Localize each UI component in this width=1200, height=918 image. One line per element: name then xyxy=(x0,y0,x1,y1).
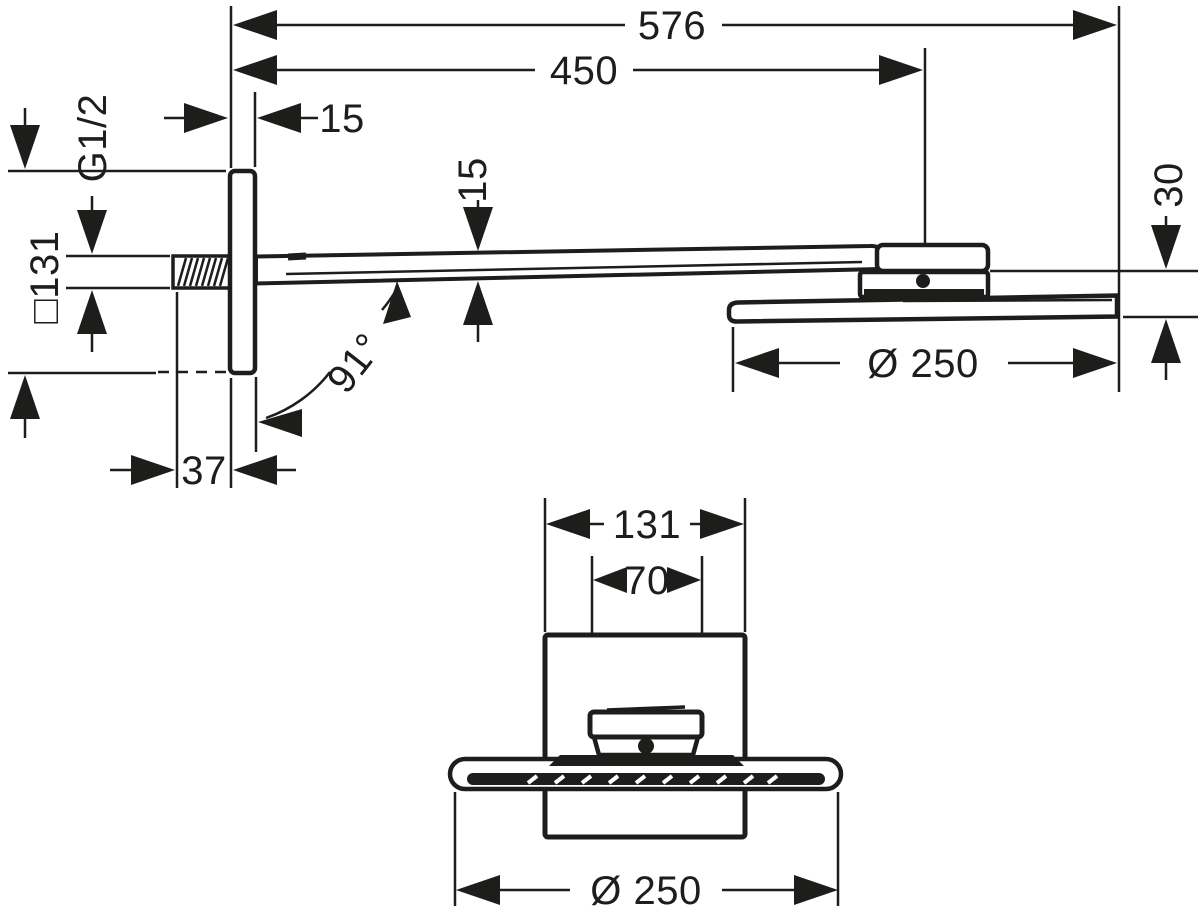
dim-label-250-side: Ø 250 xyxy=(867,342,978,386)
dim-label-450: 450 xyxy=(550,49,618,93)
dim-70-front xyxy=(593,567,701,593)
connector-lip xyxy=(606,705,686,712)
connector-body xyxy=(587,709,705,740)
dim-label-576: 576 xyxy=(638,4,706,48)
dim-g12 xyxy=(77,196,107,352)
dim-15-plate xyxy=(164,103,318,133)
front-view xyxy=(447,498,844,906)
spray-band xyxy=(467,773,825,785)
dimension-labels: 576 450 15 15 G1/2 □131 91° 37 Ø 250 30 … xyxy=(23,4,1191,913)
dim-450 xyxy=(233,55,923,85)
dim-label-91deg: 91° xyxy=(319,325,392,401)
arrowhead xyxy=(233,10,277,40)
shower-arm-step xyxy=(287,252,307,261)
dim-label-15-arm: 15 xyxy=(451,157,495,203)
dim-250-front xyxy=(453,792,840,906)
arm-end-bracket xyxy=(874,242,991,274)
dimension-lines xyxy=(8,6,1198,488)
dim-label-70-front: 70 xyxy=(624,559,670,603)
side-view xyxy=(171,168,1120,376)
connector-base-bar xyxy=(549,755,744,766)
arm-pivot-dot xyxy=(916,274,930,288)
dim-angle-91 xyxy=(258,281,411,437)
dim-label-37: 37 xyxy=(181,449,227,493)
dim-label-square-131: □131 xyxy=(23,231,67,324)
arrowhead xyxy=(1073,10,1117,40)
dim-30 xyxy=(1151,216,1181,380)
dim-250-side xyxy=(735,348,1117,378)
shower-arm-inner-edge xyxy=(285,260,863,276)
dim-label-250-front: Ø 250 xyxy=(590,869,701,913)
supply-pipe-thread xyxy=(171,254,232,290)
dim-15-arm xyxy=(463,200,493,342)
head-mounting-boss-band xyxy=(864,289,984,295)
dim-131-front xyxy=(546,509,744,539)
dim-label-131-front: 131 xyxy=(613,503,681,547)
dim-576 xyxy=(233,10,1117,40)
shower-head-side xyxy=(726,293,1120,324)
dim-label-30: 30 xyxy=(1147,162,1191,208)
dim-square-131 xyxy=(10,108,40,438)
connector-pivot-dot xyxy=(638,738,654,754)
thread-size-label: G1/2 xyxy=(71,94,115,183)
dim-label-15-plate: 15 xyxy=(319,97,365,141)
dim-37 xyxy=(110,455,296,485)
shower-head-rim-line xyxy=(902,298,1113,303)
wall-plate-side xyxy=(227,168,258,376)
